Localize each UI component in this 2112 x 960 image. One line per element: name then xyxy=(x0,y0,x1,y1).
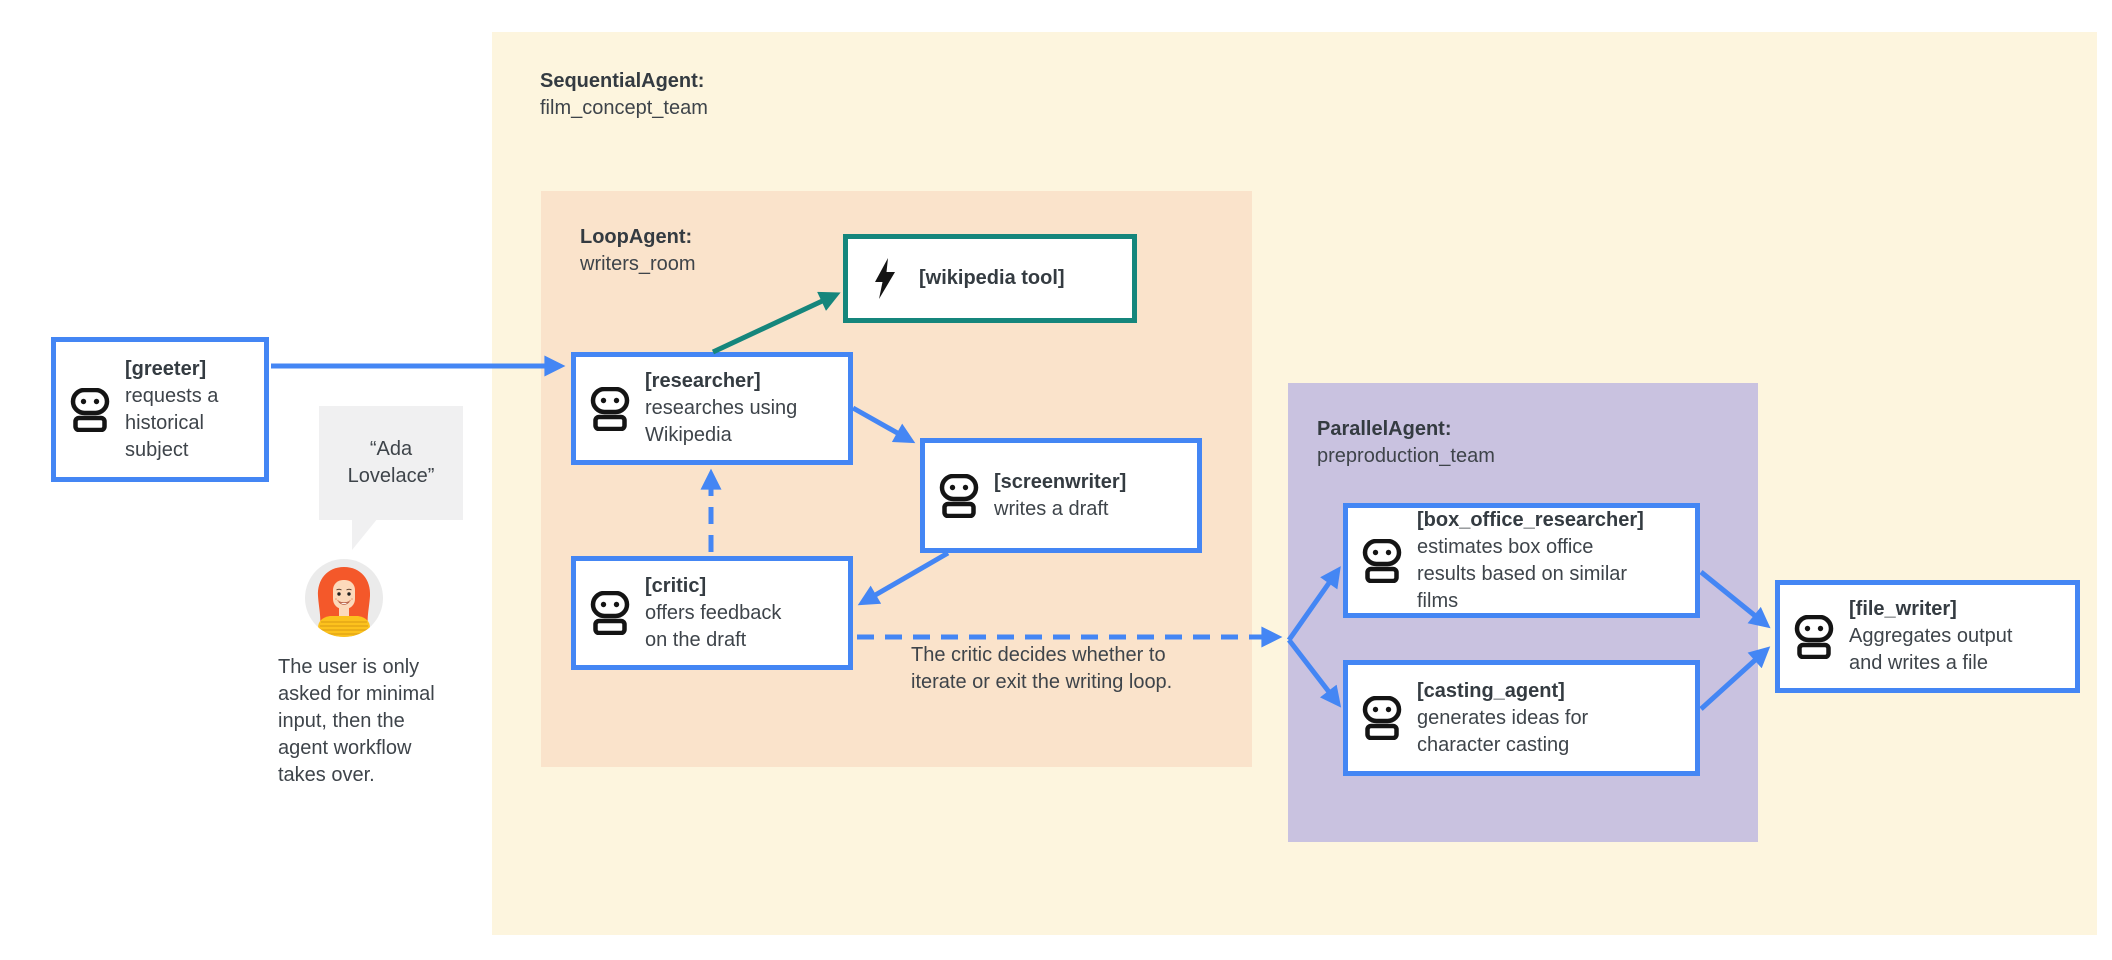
user-avatar xyxy=(305,559,383,637)
robot-icon xyxy=(1362,538,1402,583)
user-note: The user is only asked for minimal input… xyxy=(278,656,435,786)
critic-node: [critic] offers feedback on the draft xyxy=(571,556,853,670)
box-office-researcher-node: [box_office_researcher] estimates box of… xyxy=(1343,503,1700,618)
researcher-node: [researcher] researches using Wikipedia xyxy=(571,352,853,465)
loop-agent-label: LoopAgent: writers_room xyxy=(580,224,696,278)
casting-agent-node: [casting_agent] generates ideas for char… xyxy=(1343,660,1700,776)
lightning-bolt-icon xyxy=(875,257,895,299)
screenwriter-title: [screenwriter] xyxy=(994,470,1127,493)
screenwriter-desc: writes a draft xyxy=(994,497,1109,520)
greeter-title: [greeter] xyxy=(125,357,207,380)
robot-icon xyxy=(590,386,630,431)
box-office-researcher-title: [box_office_researcher] xyxy=(1417,508,1644,531)
greeter-desc: requests a historical subject xyxy=(125,384,219,461)
casting-agent-desc: generates ideas for character casting xyxy=(1417,706,1589,756)
sequential-agent-type: SequentialAgent: xyxy=(540,70,705,92)
box-office-researcher-desc: estimates box office results based on si… xyxy=(1417,535,1628,612)
critic-title: [critic] xyxy=(645,574,707,597)
file-writer-desc: Aggregates output and writes a file xyxy=(1849,625,2013,674)
loop-agent-name: writers_room xyxy=(580,253,696,275)
file-writer-node: [file_writer] Aggregates output and writ… xyxy=(1775,580,2080,693)
researcher-title: [researcher] xyxy=(645,370,761,392)
wikipedia-tool-title: [wikipedia tool] xyxy=(919,267,1065,289)
researcher-desc: researches using Wikipedia xyxy=(645,397,798,446)
speech-bubble: “Ada Lovelace” xyxy=(319,406,463,520)
robot-icon xyxy=(939,473,979,518)
critic-desc: offers feedback on the draft xyxy=(645,601,782,651)
robot-icon xyxy=(1794,614,1834,659)
robot-icon xyxy=(590,591,630,635)
loop-agent-type: LoopAgent: xyxy=(580,226,693,248)
parallel-agent-label: ParallelAgent: preproduction_team xyxy=(1317,416,1495,470)
critic-note: The critic decides whether to iterate or… xyxy=(911,644,1173,693)
parallel-agent-name: preproduction_team xyxy=(1317,445,1495,467)
wikipedia-tool-node: [wikipedia tool] xyxy=(843,234,1137,323)
sequential-agent-name: film_concept_team xyxy=(540,97,708,119)
screenwriter-node: [screenwriter] writes a draft xyxy=(920,438,1202,553)
file-writer-title: [file_writer] xyxy=(1849,598,1957,620)
parallel-agent-type: ParallelAgent: xyxy=(1317,418,1452,440)
robot-icon xyxy=(70,387,110,432)
greeter-node: [greeter] requests a historical subject xyxy=(51,337,269,482)
sequential-agent-label: SequentialAgent: film_concept_team xyxy=(540,68,708,122)
speech-bubble-tail xyxy=(352,518,378,550)
casting-agent-title: [casting_agent] xyxy=(1417,679,1565,702)
robot-icon xyxy=(1362,696,1402,740)
